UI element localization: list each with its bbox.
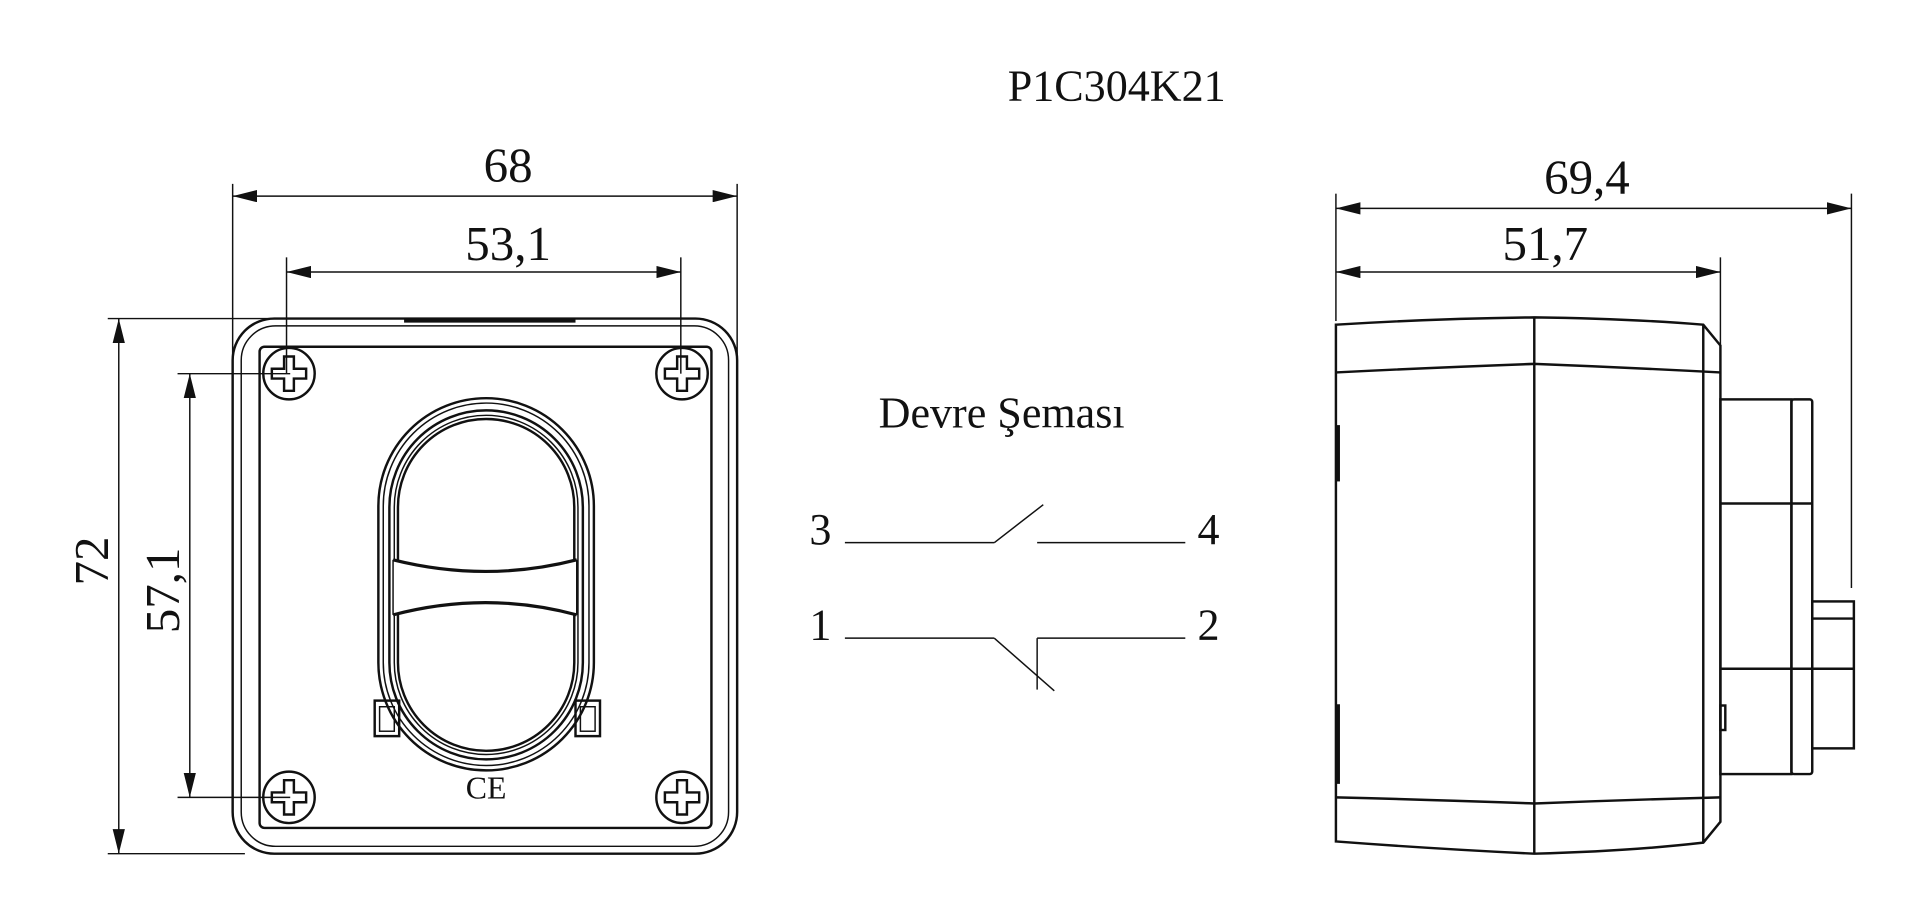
screw-icon — [262, 770, 316, 825]
ce-mark: CE — [466, 771, 507, 806]
dim-depth-overall: 69,4 — [1544, 150, 1630, 205]
side-view: 69,4 51,7 — [1334, 150, 1856, 855]
housing-outline — [231, 317, 739, 855]
terminal-4: 4 — [1198, 505, 1220, 554]
dim-depth-body: 51,7 — [1502, 216, 1588, 271]
side-body-details — [1336, 425, 1727, 784]
dim-width-screws: 53,1 — [465, 216, 551, 271]
front-extension-lines — [107, 183, 738, 855]
terminal-2: 2 — [1198, 600, 1220, 649]
terminal-3: 3 — [809, 505, 831, 554]
side-extension-lines — [1335, 193, 1853, 588]
screw-icon — [655, 770, 709, 825]
side-body — [1334, 316, 1722, 855]
front-view: 68 53,1 72 57,1 — [64, 137, 739, 855]
terminal-1: 1 — [809, 600, 831, 649]
actuator-knob — [1811, 600, 1856, 750]
bracket-right-inner — [579, 706, 596, 732]
double-push-button — [377, 396, 596, 772]
screw-icon — [655, 346, 709, 401]
housing-inner-edge — [240, 325, 730, 848]
dim-height-screws: 57,1 — [135, 548, 190, 634]
cover-plate — [258, 345, 713, 830]
circuit-schematic: Devre Şeması 3 4 1 2 — [809, 389, 1220, 692]
no-contact-symbol — [844, 504, 1186, 544]
schematic-title: Devre Şeması — [879, 389, 1125, 438]
dim-width-overall: 68 — [484, 137, 533, 192]
bracket-left-inner — [378, 706, 396, 732]
dim-height-overall: 72 — [64, 537, 119, 586]
actuator-flange — [1719, 398, 1814, 776]
drawing-title: P1C304K21 — [1008, 62, 1226, 111]
screw-icon — [262, 346, 316, 401]
nc-contact-symbol — [844, 637, 1186, 692]
